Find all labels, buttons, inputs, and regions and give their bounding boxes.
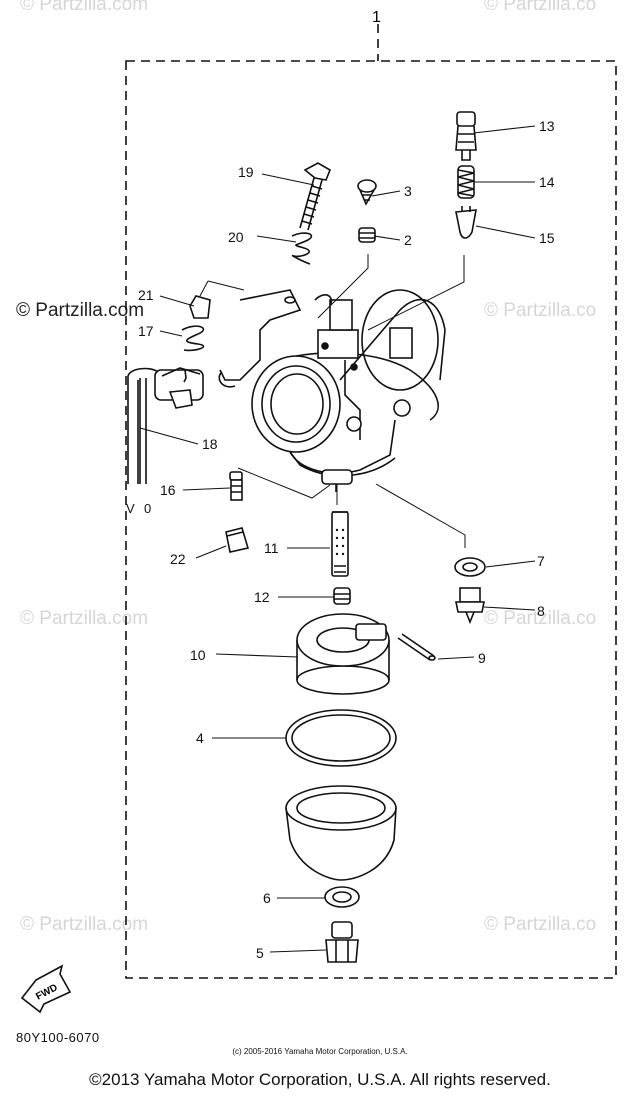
callout-22: 22 [170, 551, 186, 567]
part-14-spring [457, 165, 475, 199]
callout-leaders [139, 125, 536, 953]
part-22-cap [225, 527, 250, 553]
watermark-lower-right: © Partzilla.co [484, 608, 597, 629]
part-7-gasket [454, 557, 486, 577]
callout-7: 7 [537, 553, 545, 569]
reference-lines [199, 254, 466, 548]
carburetor-body [218, 289, 446, 492]
watermark-top-right: © Partzilla.co [484, 0, 597, 15]
callout-21: 21 [138, 287, 154, 303]
callout-17: 17 [138, 323, 154, 339]
callout-6: 6 [263, 890, 271, 906]
part-4-gasket [285, 709, 397, 767]
callout-13: 13 [539, 118, 555, 134]
callout-18: 18 [202, 436, 218, 452]
watermark-bottom-right: © Partzilla.co [484, 914, 597, 935]
callout-8: 8 [537, 603, 545, 619]
part-3-screw [357, 179, 377, 206]
part-20-spring [291, 232, 313, 265]
callout-20: 20 [228, 229, 244, 245]
part-12-jet [333, 587, 351, 605]
part-10-float [296, 613, 390, 695]
callout-14: 14 [539, 174, 555, 190]
part-9-pin [397, 633, 436, 661]
callout-9: 9 [478, 650, 486, 666]
watermark-mid-right: © Partzilla.co [484, 300, 597, 321]
callout-2: 2 [404, 232, 412, 248]
callout-5: 5 [256, 945, 264, 961]
watermark-lower-left: © Partzilla.com [20, 608, 149, 629]
wire-label-v: V [126, 501, 135, 516]
part-5-bolt [325, 921, 359, 963]
callout-1: 1 [372, 9, 381, 26]
footer-copyright: ©2013 Yamaha Motor Corporation, U.S.A. A… [89, 1070, 551, 1089]
callout-19: 19 [238, 164, 254, 180]
float-bowl [285, 785, 397, 881]
small-copyright: (c) 2005-2016 Yamaha Motor Corporation, … [232, 1047, 408, 1056]
callout-12: 12 [254, 589, 270, 605]
callout-11: 11 [264, 540, 279, 556]
watermark-mid-left: © Partzilla.com [16, 300, 145, 321]
callout-16: 16 [160, 482, 176, 498]
fwd-arrow-icon [20, 964, 72, 1014]
wire-label-0: 0 [144, 501, 151, 516]
assembly-boundary [125, 60, 617, 979]
part-16-screw [229, 471, 243, 501]
part-19-screw [299, 162, 331, 231]
part-18-plunger [127, 367, 204, 484]
callout-4: 4 [196, 730, 204, 746]
callout-numbers: 2 3 4 5 6 7 8 9 10 11 12 13 14 15 16 17 … [126, 118, 555, 961]
drawing-code: 80Y100-6070 [16, 1030, 100, 1045]
callout-10: 10 [190, 647, 206, 663]
watermark-bottom-left: © Partzilla.com [20, 914, 149, 935]
callout-3: 3 [404, 183, 412, 199]
part-6-gasket [324, 886, 360, 908]
part-21-cap [189, 295, 211, 319]
part-17-spring [181, 325, 205, 352]
watermark-top-left: © Partzilla.com [20, 0, 149, 15]
part-2-nut [358, 227, 376, 243]
part-13-valve-seat [455, 111, 477, 161]
part-11-nozzle [331, 511, 349, 577]
part-8-plug [455, 587, 485, 625]
part-15-needle [455, 206, 477, 239]
callout-15: 15 [539, 230, 555, 246]
